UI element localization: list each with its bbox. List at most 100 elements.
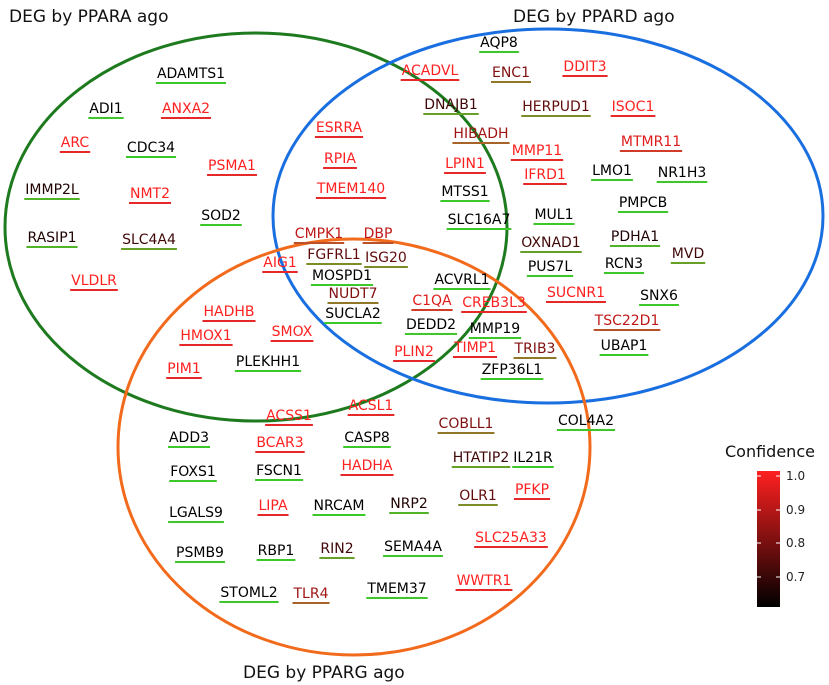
gene-label: CREB3L3 (462, 295, 526, 311)
gene-label: PLIN2 (394, 344, 434, 360)
gene-label: CASP8 (344, 430, 390, 446)
confidence-legend: Confidence 1.0 0.9 0.8 0.7 (725, 442, 815, 607)
gene-label: MTMR11 (621, 134, 681, 150)
gene-label: PDHA1 (611, 229, 659, 245)
gene-label: SUCNR1 (547, 285, 605, 301)
gene-label: ADAMTS1 (157, 66, 225, 82)
gene-label: SMOX (272, 324, 313, 340)
gene-label: C1QA (412, 293, 452, 309)
gene-label: SLC16A7 (448, 212, 511, 228)
gene-label: FOXS1 (170, 464, 216, 480)
circle-pparg (116, 237, 592, 657)
gene-label: VLDLR (71, 273, 117, 289)
gene-label: MMP19 (470, 321, 520, 337)
gene-label: IL21R (513, 450, 553, 466)
gene-label: SUCLA2 (325, 306, 381, 322)
gene-label: IMMP2L (25, 182, 79, 198)
gene-label: HADHB (203, 304, 254, 320)
gene-label: HIBADH (453, 126, 508, 142)
set-title-ppard: DEG by PPARD ago (513, 7, 675, 27)
gene-label: NRCAM (314, 498, 365, 514)
gene-label: PSMA1 (208, 158, 256, 174)
gene-label: ACSS1 (266, 408, 312, 424)
gene-label: WWTR1 (457, 573, 512, 589)
gene-label: ZFP36L1 (482, 362, 543, 378)
legend-tick: 0.7 (786, 570, 805, 584)
gene-label: NRP2 (390, 496, 428, 512)
gene-label: ISG20 (365, 250, 407, 266)
set-title-pparg: DEG by PPARG ago (243, 663, 405, 683)
gene-label: DEDD2 (406, 317, 456, 333)
gene-label: ACADVL (402, 63, 459, 79)
gene-label: HERPUD1 (522, 99, 589, 115)
gene-label: RASIP1 (27, 230, 76, 246)
gene-label: UBAP1 (601, 338, 648, 354)
gene-label: ISOC1 (612, 99, 655, 115)
gene-label: MUL1 (534, 207, 573, 223)
gene-label: RIN2 (320, 541, 353, 557)
gene-label: AIG1 (263, 255, 296, 271)
gene-label: ANXA2 (162, 101, 210, 117)
gene-label: NR1H3 (658, 165, 707, 181)
gene-label: RPIA (324, 151, 356, 167)
gene-label: COBLL1 (439, 416, 494, 432)
gene-label: HADHA (342, 458, 393, 474)
gene-label: TLR4 (293, 586, 329, 602)
gene-label: PSMB9 (176, 545, 224, 561)
set-title-ppara: DEG by PPARA ago (9, 7, 168, 27)
gene-label: ESRRA (316, 120, 363, 136)
gene-label: MTSS1 (441, 184, 488, 200)
gene-label: ARC (61, 135, 90, 151)
gene-label: PMPCB (619, 195, 667, 211)
gene-label: ACVRL1 (434, 272, 489, 288)
legend-title: Confidence (725, 442, 815, 461)
legend-tick: 1.0 (786, 469, 805, 483)
gene-label: FGFRL1 (307, 247, 360, 263)
gene-label: OLR1 (459, 488, 496, 504)
gene-label: IFRD1 (524, 167, 566, 183)
gene-label: ACSL1 (349, 398, 394, 414)
gene-label: HTATIP2 (453, 450, 510, 466)
circle-ppard (271, 27, 825, 405)
gene-label: CDC34 (127, 140, 175, 156)
gene-label: NMT2 (130, 186, 170, 202)
gene-label: ENC1 (492, 65, 530, 81)
gene-label: PFKP (515, 482, 549, 498)
gene-label: TSC22D1 (594, 313, 660, 329)
gene-label: ADD3 (169, 430, 209, 446)
gene-label: DNAJB1 (424, 97, 477, 113)
gene-label: DBP (364, 226, 393, 242)
gene-label: NUDT7 (329, 286, 378, 302)
gene-label: MVD (672, 246, 704, 262)
gene-label: OXNAD1 (521, 235, 580, 251)
gene-label: CMPK1 (295, 226, 343, 242)
gene-label: PIM1 (167, 361, 201, 377)
gene-label: SLC25A33 (475, 530, 547, 546)
gene-label: SOD2 (201, 208, 241, 224)
gene-label: RCN3 (605, 256, 643, 272)
gene-label: COL4A2 (558, 413, 614, 429)
gene-label: PUS7L (528, 259, 572, 275)
gene-label: MMP11 (512, 143, 562, 159)
gene-label: LGALS9 (169, 505, 223, 521)
gene-label: BCAR3 (256, 435, 303, 451)
gene-label: SNX6 (640, 288, 678, 304)
circle-ppara (3, 31, 509, 423)
gene-label: FSCN1 (256, 463, 302, 479)
legend-tick: 0.9 (786, 503, 805, 517)
gene-label: PLEKHH1 (236, 354, 300, 370)
gene-label: TMEM140 (316, 181, 385, 197)
gene-label: SLC4A4 (122, 232, 176, 248)
gene-label: TMEM37 (366, 581, 426, 597)
gene-label: RBP1 (258, 543, 295, 559)
gene-label: TIMP1 (453, 340, 496, 356)
gene-label: STOML2 (220, 585, 277, 601)
gene-label: DDIT3 (563, 59, 606, 75)
gene-label: LIPA (258, 498, 287, 514)
legend-tick: 0.8 (786, 536, 805, 550)
legend-colorbar (757, 471, 780, 607)
gene-label: LPIN1 (445, 156, 485, 172)
gene-label: MOSPD1 (312, 268, 372, 284)
gene-label: LMO1 (592, 163, 632, 179)
